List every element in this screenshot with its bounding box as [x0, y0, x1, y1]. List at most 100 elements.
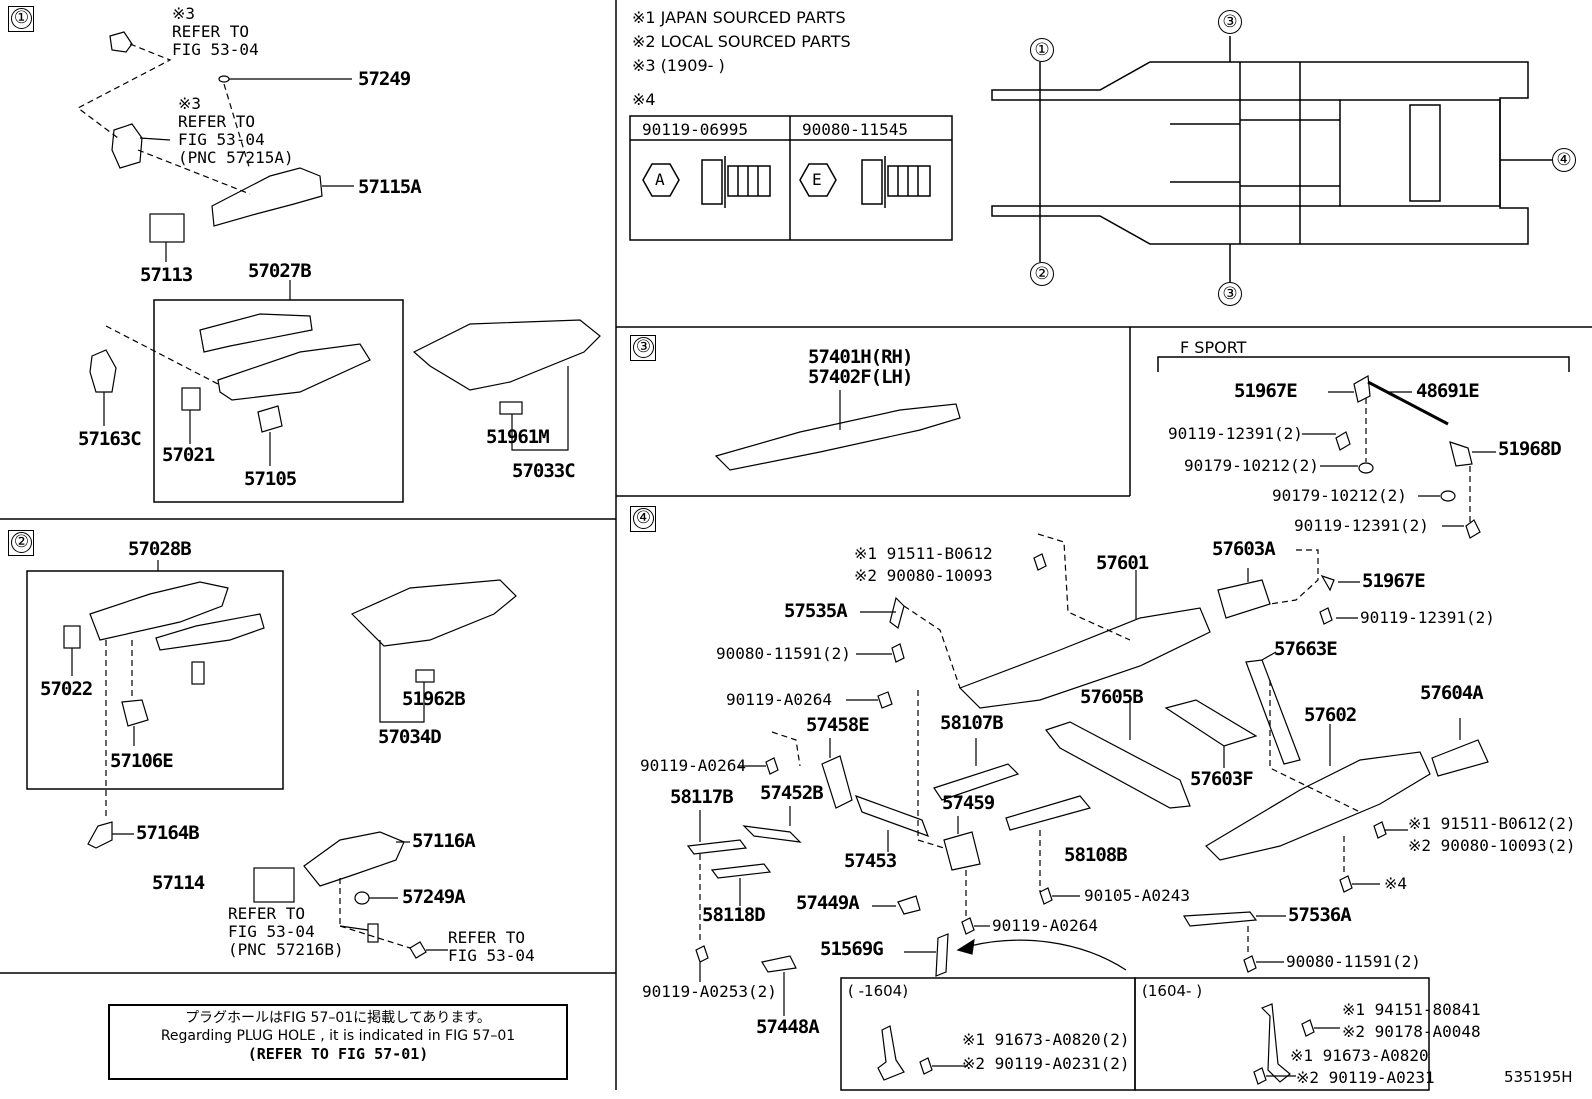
section-marker-2: ②: [8, 530, 34, 556]
label-57458E: 57458E: [806, 714, 870, 736]
label-90119-12391-fsport-b: 90119-12391(2): [1294, 516, 1429, 535]
label-90080-11591-a: 90080-11591(2): [716, 644, 851, 663]
label-90080-10093-b: ※2 90080-10093(2): [1408, 836, 1576, 855]
label-57402F: 57402F(LH): [808, 366, 913, 388]
part-57105: [257, 405, 283, 433]
part-57027B-upper: [199, 313, 313, 353]
overview-circle-3-bottom: ③: [1218, 282, 1242, 306]
fsport-bracket: [1157, 356, 1570, 372]
note-japan-sourced: ※1 JAPAN SOURCED PARTS: [632, 8, 846, 27]
section-4-label: ④: [633, 508, 654, 529]
part-51569G: [935, 933, 949, 977]
ref2-line2: FIG 53-04: [178, 130, 265, 149]
part-51967E-a: [1353, 375, 1371, 403]
label-57033C: 57033C: [512, 460, 576, 482]
part-57458E: [821, 755, 853, 809]
label-94151-80841: ※1 94151-80841: [1342, 1000, 1481, 1019]
ref1-line2: FIG 53-04: [172, 40, 259, 59]
label-90179-10212-a: 90179-10212(2): [1184, 456, 1319, 475]
arrow-head: [956, 938, 975, 955]
bracket-57215A: [111, 123, 143, 169]
label-58108B: 58108B: [1064, 844, 1128, 866]
bolt-table: [629, 115, 953, 241]
part-57033C: [412, 319, 601, 391]
part-57028B-main: [89, 581, 229, 641]
note-date-range: ※3 (1909- ): [632, 56, 725, 75]
overview-circle-1: ①: [1030, 38, 1054, 62]
label-90080-10093-a: ※2 90080-10093: [854, 566, 993, 585]
label-90119-12391-fsport-a: 90119-12391(2): [1168, 424, 1303, 443]
label-57603A: 57603A: [1212, 538, 1276, 560]
part-57027B-main: [217, 343, 371, 401]
fsport-parts: [1302, 375, 1496, 539]
label-57022: 57022: [40, 678, 93, 700]
fsport-label: F SPORT: [1180, 338, 1247, 357]
ref1-line1: REFER TO: [172, 22, 250, 41]
ref4-line2: FIG 53-04: [448, 946, 535, 965]
bolt-90080-11591-a: [891, 643, 905, 663]
part-57535A: [889, 596, 905, 630]
ref2-line3: (PNC 57215A): [178, 148, 294, 167]
ref2-mark: ※3: [178, 94, 202, 113]
variant2-bolt: [1253, 1067, 1267, 1085]
label-51968D: 51968D: [1498, 438, 1562, 460]
part-57114: [253, 867, 295, 903]
label-57453: 57453: [844, 850, 897, 872]
info-japanese: プラグホールはFIG 57–01に掲載してあります。: [185, 1010, 491, 1026]
frame-overview: [991, 36, 1552, 282]
figure-code: 535195H: [1504, 1068, 1573, 1086]
label-57028B: 57028B: [128, 538, 192, 560]
note-local-sourced: ※2 LOCAL SOURCED PARTS: [632, 32, 851, 51]
variant-range-right: (1604- ): [1142, 982, 1203, 1000]
label-57034D: 57034D: [378, 726, 442, 748]
info-english: Regarding PLUG HOLE , it is indicated in…: [160, 1027, 516, 1044]
bolt-91511-a: [1033, 553, 1047, 571]
label-91511-B0612-b: ※1 91511-B0612(2): [1408, 814, 1576, 833]
label-57449A: 57449A: [796, 892, 860, 914]
label-91673-A0820: ※1 91673-A0820: [1290, 1046, 1429, 1065]
label-x4: ※4: [1384, 874, 1408, 893]
label-57116A: 57116A: [412, 830, 476, 852]
part-58118D: [710, 863, 772, 879]
label-57106E: 57106E: [110, 750, 174, 772]
bolt-icon-1: [701, 156, 771, 208]
box-57028B: [26, 570, 284, 790]
label-57535A: 57535A: [784, 600, 848, 622]
part-57604A: [1431, 739, 1489, 777]
part-57452B: [742, 825, 802, 843]
label-58118D: 58118D: [702, 904, 766, 926]
label-90105-A0243: 90105-A0243: [1084, 886, 1190, 905]
panel2-parts: [63, 560, 517, 959]
label-57401H: 57401H(RH): [808, 346, 913, 368]
part-57536A: [1182, 911, 1258, 927]
ref1-mark: ※3: [172, 4, 196, 23]
bolt-table-mark-e: E: [812, 170, 822, 189]
label-57105: 57105: [244, 468, 297, 490]
label-91673-A0820-2: ※1 91673-A0820(2): [962, 1030, 1130, 1049]
part-58117B: [686, 839, 748, 855]
label-57663E: 57663E: [1274, 638, 1338, 660]
part-57106E: [121, 699, 149, 727]
label-57603F: 57603F: [1190, 768, 1254, 790]
bolt-90119-A0253: [695, 945, 709, 963]
variant1-bolt: [919, 1057, 933, 1075]
part-57603A: [1217, 579, 1271, 619]
label-58117B: 58117B: [670, 786, 734, 808]
part-small-bracket: [191, 661, 205, 685]
label-90178-A0048: ※2 90178-A0048: [1342, 1022, 1481, 1041]
bolt-90119-12391-a: [1335, 431, 1351, 451]
part-58107B: [933, 763, 1020, 801]
bolt-ref: [109, 31, 133, 53]
label-90119-12391-panel4: 90119-12391(2): [1360, 608, 1495, 627]
label-51961M: 51961M: [486, 426, 550, 448]
section-marker-4: ④: [630, 506, 656, 532]
part-57113: [149, 213, 185, 243]
bolt-90119-12391-b: [1465, 519, 1481, 539]
part-57028B-upper: [155, 613, 265, 651]
part-57401H: [714, 403, 961, 471]
label-90080-11591-b: 90080-11591(2): [1286, 952, 1421, 971]
panel4-parts: [686, 533, 1489, 1085]
part-57603F-upper: [1164, 699, 1258, 747]
part-57164B: [87, 821, 113, 849]
